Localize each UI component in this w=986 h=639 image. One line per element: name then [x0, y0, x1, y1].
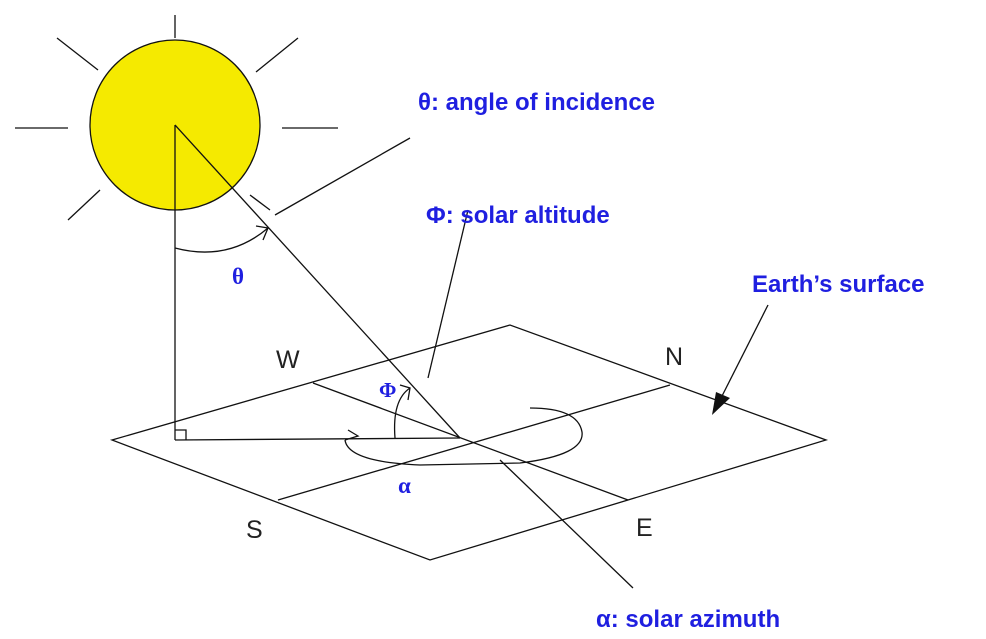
direction-west: W	[276, 346, 300, 374]
incidence-leader-line	[274, 137, 411, 216]
right-angle-marker	[175, 429, 187, 440]
theta-arc	[174, 227, 269, 253]
sun-ray	[255, 37, 299, 73]
sun-ray-line	[174, 124, 461, 439]
altitude-leader-line	[427, 209, 469, 379]
alpha-arrowhead	[344, 429, 360, 441]
sun-ray	[56, 37, 99, 71]
phi-arrowhead	[399, 384, 411, 401]
theta-symbol: θ	[232, 264, 244, 289]
phi-arc	[393, 387, 411, 439]
sun-ray	[249, 194, 271, 211]
phi-symbol: Φ	[379, 378, 396, 402]
incidence-label: θ: angle of incidence	[418, 89, 655, 116]
alpha-arc	[344, 407, 583, 466]
alpha-symbol: α	[398, 473, 411, 498]
direction-east: E	[636, 514, 653, 542]
direction-north: N	[665, 343, 683, 371]
altitude-label: Φ: solar altitude	[426, 202, 610, 229]
azimuth-leader-line	[499, 459, 634, 589]
west-east-line	[312, 382, 629, 501]
earth-surface-label: Earth’s surface	[752, 271, 925, 298]
azimuth-label: α: solar azimuth	[596, 606, 780, 633]
south-north-line	[277, 384, 671, 501]
surface-arrow-line	[719, 304, 769, 401]
sun-rays	[15, 15, 338, 221]
theta-arrowhead	[255, 225, 269, 241]
direction-south: S	[246, 516, 263, 544]
sun-ray	[67, 189, 101, 221]
horizontal-projection-line	[174, 437, 461, 441]
earth-surface-plane	[109, 324, 829, 561]
surface-arrowhead	[712, 392, 730, 415]
